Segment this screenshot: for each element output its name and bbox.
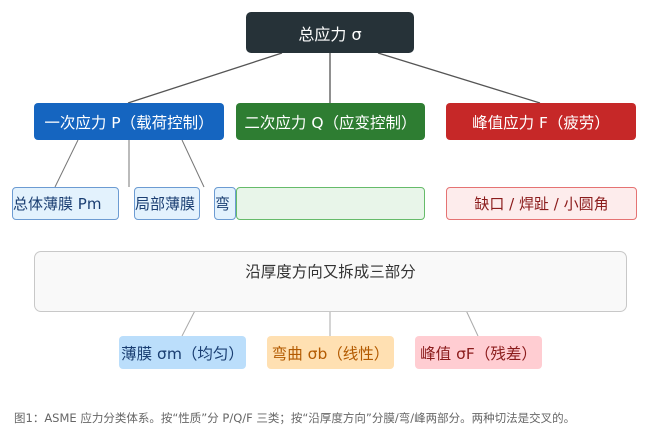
node-primary-label: 一次应力 P（载荷控制） (44, 113, 214, 132)
part-membrane-label: 薄膜 σm（均匀） (121, 344, 244, 363)
figure-caption: 图1：ASME 应力分类体系。按“性质”分 P/Q/F 三类；按“沿厚度方向”分… (14, 411, 576, 425)
node-bending-truncated: 弯 (214, 187, 236, 220)
part-bending: 弯曲 σb（线性） (267, 336, 394, 369)
connector-root-peak (377, 52, 541, 104)
node-peak-label: 峰值应力 F（疲劳） (472, 113, 610, 132)
part-peak: 峰值 σF（残差） (415, 336, 542, 369)
node-general-membrane: 总体薄膜 Pm (12, 187, 119, 220)
part-bending-label: 弯曲 σb（线性） (271, 344, 390, 363)
part-membrane: 薄膜 σm（均匀） (119, 336, 246, 369)
node-local-membrane: 局部薄膜 PL (134, 187, 200, 220)
root-node-total-stress: 总应力 σ (246, 12, 414, 53)
thickness-split-panel: 沿厚度方向又拆成三部分 (34, 251, 627, 312)
node-local-membrane-label: 局部薄膜 PL (135, 195, 199, 213)
node-secondary-stress: 二次应力 Q（应变控制） (236, 103, 425, 140)
node-bending-label: 弯 (215, 195, 231, 213)
connector-root-primary (127, 52, 283, 104)
node-secondary-label: 二次应力 Q（应变控制） (244, 113, 417, 132)
node-peak-locations: 缺口 / 焊趾 / 小圆角 (446, 187, 637, 220)
node-primary-stress: 一次应力 P（载荷控制） (34, 103, 224, 140)
connector-primary-pm (54, 139, 79, 188)
node-secondary-child (236, 187, 425, 220)
part-peak-label: 峰值 σF（残差） (420, 344, 537, 363)
connector-primary-bending (181, 139, 205, 188)
node-peak-stress: 峰值应力 F（疲劳） (446, 103, 636, 140)
node-peak-locations-label: 缺口 / 焊趾 / 小圆角 (474, 195, 609, 213)
thickness-split-label: 沿厚度方向又拆成三部分 (245, 263, 416, 281)
root-node-label: 总应力 σ (298, 24, 362, 44)
node-general-membrane-label: 总体薄膜 Pm (13, 195, 102, 213)
